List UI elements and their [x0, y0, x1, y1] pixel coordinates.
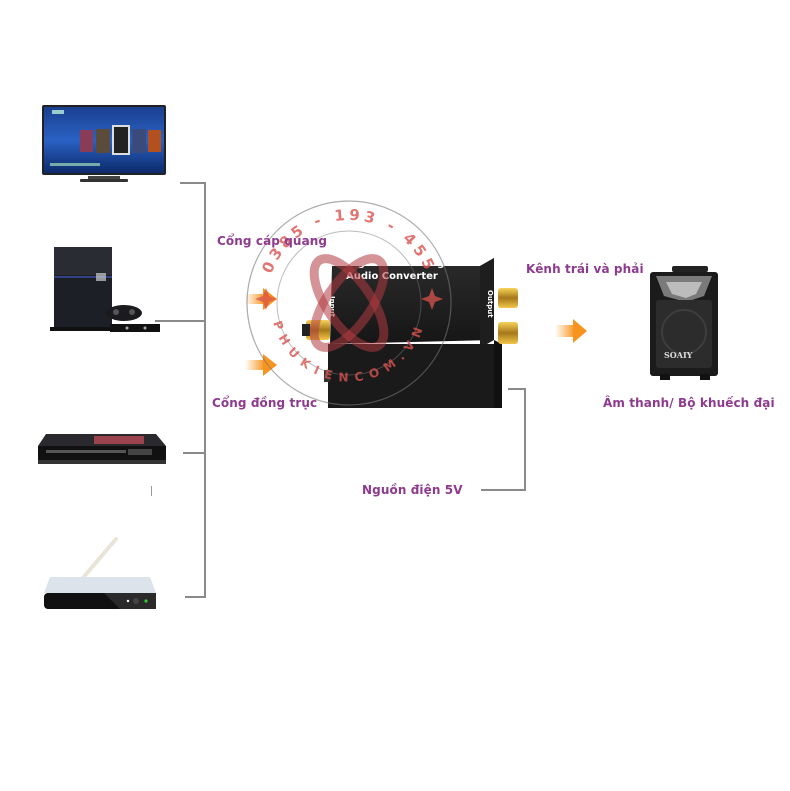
output-arrow-icon	[555, 319, 587, 343]
converter-title-line1: Digital to Analog	[346, 258, 445, 269]
bracket-tick-dvd	[183, 452, 206, 454]
set-top-box-image	[42, 535, 158, 615]
converter-title-line2: Audio Converter	[346, 271, 438, 282]
power-bracket-vertical	[524, 388, 526, 491]
label-optical-port: Cổng cáp quang	[217, 234, 328, 248]
speaker-brand: SOAIY	[664, 350, 693, 360]
power-bracket-top	[508, 388, 526, 390]
label-left-right-channels: Kênh trái và phải	[526, 262, 644, 276]
coaxial-arrow-icon	[245, 354, 277, 376]
power-bracket-bottom	[481, 489, 526, 491]
dvd-player-image	[36, 432, 168, 468]
bracket-tick-tv	[180, 182, 206, 184]
source-bracket-vertical	[204, 182, 206, 598]
label-coaxial-port: Cổng đồng trục	[212, 396, 318, 410]
speaker-image	[648, 264, 724, 382]
label-power-5v: Nguồn điện 5V	[362, 483, 463, 497]
converter-input-label: Input	[328, 296, 336, 317]
optical-arrow-icon	[245, 288, 277, 310]
label-audio-amplifier: Âm thanh/ Bộ khuếch đại	[603, 396, 775, 410]
game-console-image	[50, 245, 160, 335]
tv-image	[42, 105, 166, 185]
stray-mark	[151, 486, 152, 496]
bracket-tick-console	[155, 320, 206, 322]
bracket-tick-stb	[185, 596, 206, 598]
converter-output-label: Output	[486, 290, 494, 318]
